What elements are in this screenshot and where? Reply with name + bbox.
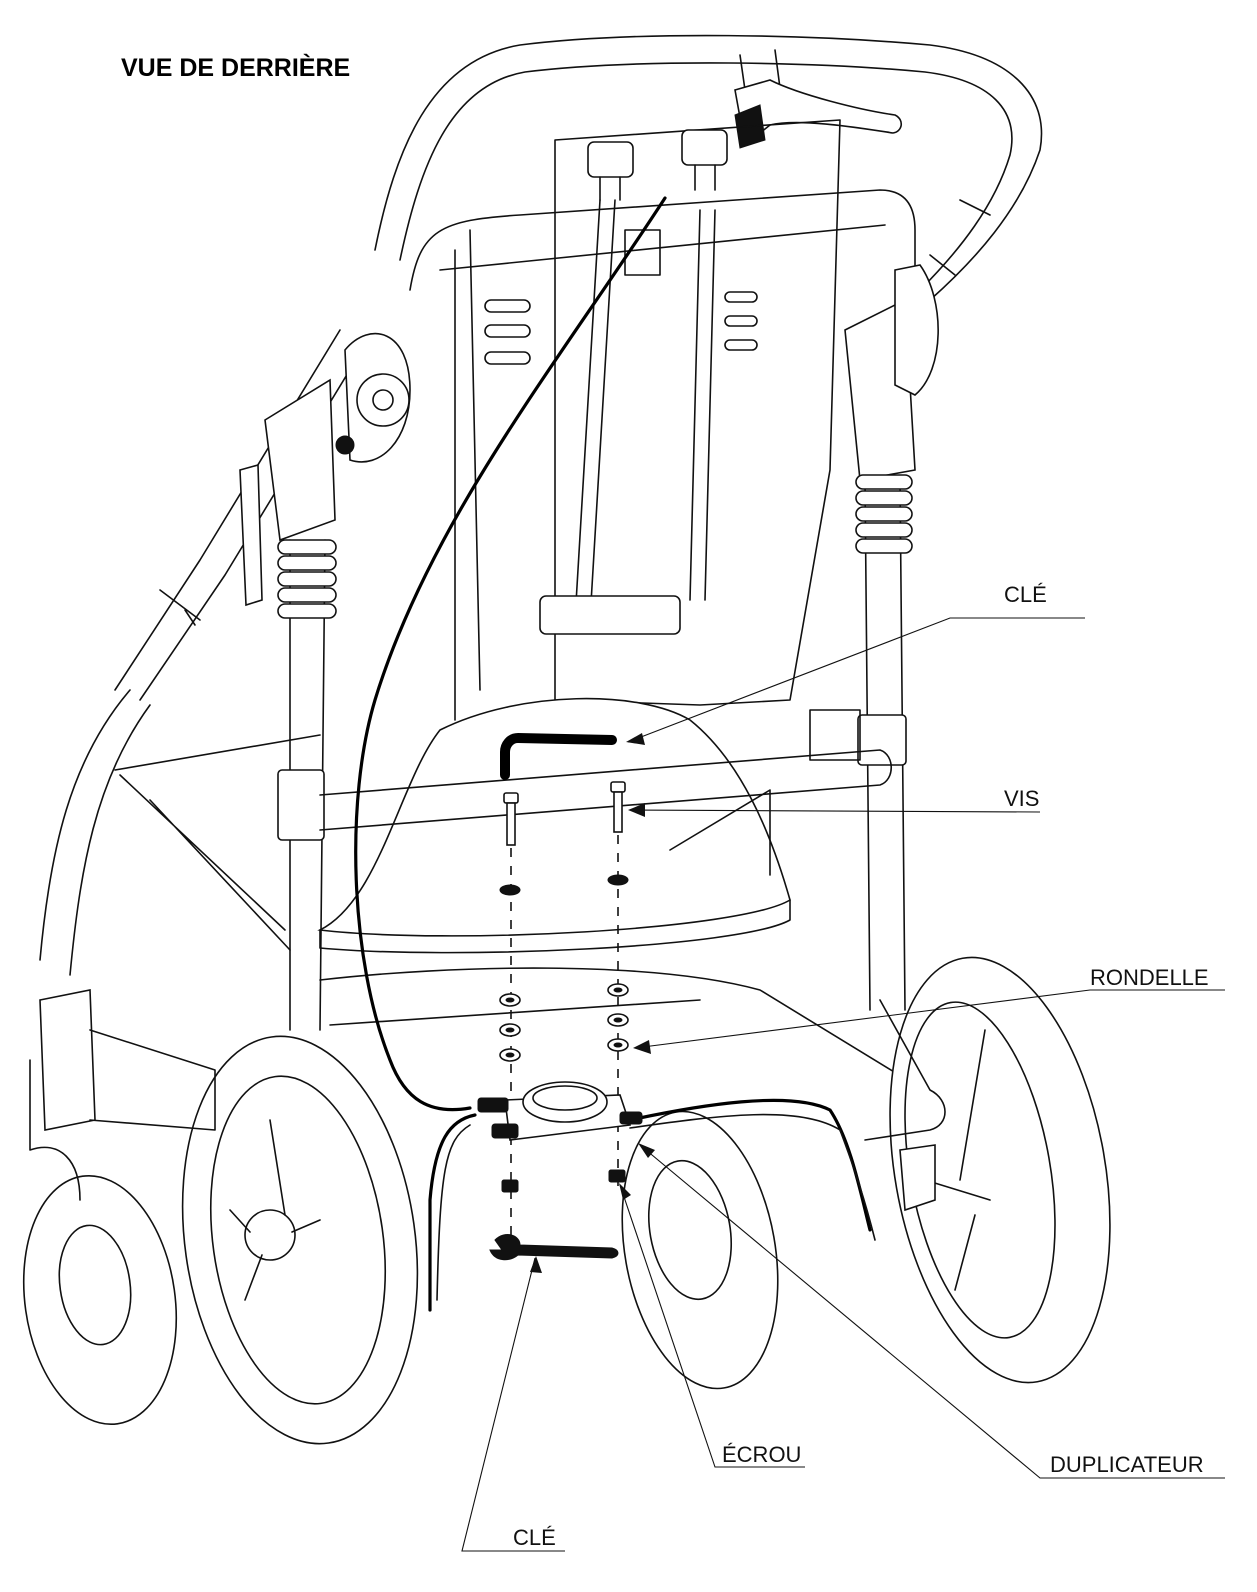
label-ecrou: ÉCROU xyxy=(722,1442,801,1467)
diagram-title: VUE DE DERRIÈRE xyxy=(121,53,350,82)
brake-cable-left-branch xyxy=(428,1113,477,1312)
stroller-frame-drawing xyxy=(22,34,1111,1445)
screw-right xyxy=(610,781,626,833)
label-vis: VIS xyxy=(1004,786,1039,811)
seat-hole-left xyxy=(499,884,521,896)
label-duplicateur: DUPLICATEUR xyxy=(1050,1452,1204,1477)
label-rondelle: RONDELLE xyxy=(1090,965,1209,990)
seat-hole-right xyxy=(607,874,629,886)
callout-arrowheads xyxy=(530,733,655,1273)
cable-duplicator xyxy=(477,1081,643,1141)
nut-right xyxy=(608,1169,626,1183)
label-cle-bottom: CLÉ xyxy=(513,1525,556,1550)
washers-right xyxy=(607,983,629,1052)
screw-left xyxy=(503,792,519,846)
brake-cable xyxy=(354,196,667,1112)
allen-key xyxy=(500,733,617,780)
nut-left xyxy=(501,1179,519,1193)
label-cle-top: CLÉ xyxy=(1004,582,1047,607)
washers-left xyxy=(499,993,521,1062)
callout-leaders xyxy=(461,617,1225,1552)
wrench xyxy=(489,1234,619,1261)
